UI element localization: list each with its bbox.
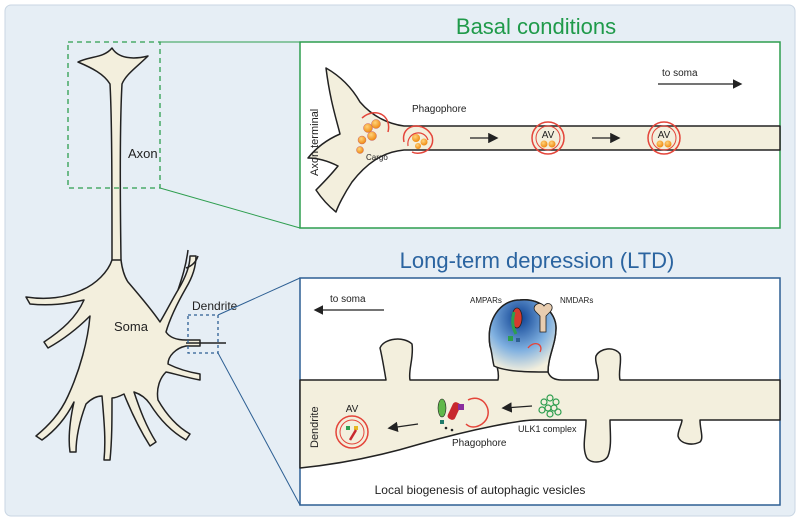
ltd-cargo-green xyxy=(437,398,447,418)
ltd-cargo-teal xyxy=(440,420,444,424)
basal-av-outer-1 xyxy=(531,121,565,155)
ulk1-complex-icon xyxy=(538,394,562,418)
basal-av-inner-1 xyxy=(535,125,561,151)
soma-shape xyxy=(25,255,201,461)
ltd-av-outer xyxy=(335,415,369,449)
nmdar-receptor xyxy=(533,303,553,333)
spine-signal-blue xyxy=(516,338,520,342)
ltd-av-label: AV xyxy=(346,404,359,415)
basal-axon-terminal-label: Axon terminal xyxy=(309,109,321,176)
dendrite-connector-top xyxy=(217,277,301,316)
ltd-arrow-2 xyxy=(501,402,533,413)
basal-av-inner-2 xyxy=(651,125,677,151)
basal-phagophore-arc-2 xyxy=(402,125,434,154)
axon-connector-bottom xyxy=(159,187,301,229)
basal-cargo-dot xyxy=(363,123,373,133)
ltd-av-cargo-red xyxy=(348,429,358,441)
soma-label: Soma xyxy=(114,319,149,334)
basal-av-outer-2 xyxy=(647,121,681,155)
ltd-dendrite-shaft xyxy=(299,299,781,469)
basal-phagophore-cargo xyxy=(420,138,428,146)
basal-phagophore-cargo xyxy=(415,143,421,149)
basal-cargo-label: Cargo xyxy=(366,153,388,162)
ltd-av-cargo-yellow xyxy=(354,426,358,430)
spine-phagophore-arc xyxy=(527,342,542,353)
ltd-av-cargo-green xyxy=(346,426,350,430)
basal-av-cargo xyxy=(656,140,664,148)
dendrite-label: Dendrite xyxy=(192,299,238,313)
ltd-ulk1-label: ULK1 complex xyxy=(518,424,577,434)
ltd-phagophore-label: Phagophore xyxy=(452,438,507,449)
ltd-title: Long-term depression (LTD) xyxy=(400,248,675,273)
basal-to-soma-label: to soma xyxy=(662,68,698,79)
ltd-phagophore-arc xyxy=(465,397,489,428)
ltd-cargo-dot xyxy=(444,426,448,430)
dendrite-connector-bottom xyxy=(217,352,301,506)
basal-cargo-dot xyxy=(371,119,381,129)
upper-dendrite-branch xyxy=(177,249,199,291)
basal-cargo-dot xyxy=(356,146,364,154)
ampar-receptor-green xyxy=(511,311,518,335)
ltd-cargo-purple xyxy=(458,404,464,410)
basal-axon-shape xyxy=(307,67,781,213)
axon-label: Axon xyxy=(128,146,158,161)
basal-av-cargo xyxy=(540,140,548,148)
ltd-arrow-1 xyxy=(387,421,419,433)
basal-cargo-dot xyxy=(367,131,377,141)
basal-av-label-2: AV xyxy=(658,130,671,141)
ltd-ampars-label: AMPARs xyxy=(470,296,502,305)
basal-phagophore-cargo xyxy=(412,134,420,142)
ltd-cargo-red xyxy=(447,402,461,420)
basal-phagophore-label: Phagophore xyxy=(412,104,467,115)
basal-phagophore-arc-3 xyxy=(407,132,429,147)
axon-zoom-box xyxy=(67,41,161,189)
spine-signal-green xyxy=(508,336,513,341)
dendrite-zoom-box xyxy=(187,314,219,354)
ltd-to-soma-label: to soma xyxy=(330,294,366,305)
ltd-spine-head xyxy=(488,299,557,373)
ltd-av-inner xyxy=(339,419,365,445)
basal-av-label-1: AV xyxy=(542,130,555,141)
neuron-drawing xyxy=(25,47,226,461)
basal-av-cargo xyxy=(548,140,556,148)
ltd-cargo-dot xyxy=(450,428,454,432)
basal-phagophore-arc-1 xyxy=(361,112,390,133)
basal-av-cargo xyxy=(664,140,672,148)
basal-title: Basal conditions xyxy=(456,14,616,39)
ltd-caption: Local biogenesis of autophagic vesicles xyxy=(375,483,586,497)
basal-cargo-dot xyxy=(357,135,367,145)
ltd-dendrite-label: Dendrite xyxy=(309,406,321,448)
ltd-nmdars-label: NMDARs xyxy=(560,296,593,305)
axon-terminal-shape xyxy=(77,47,149,263)
